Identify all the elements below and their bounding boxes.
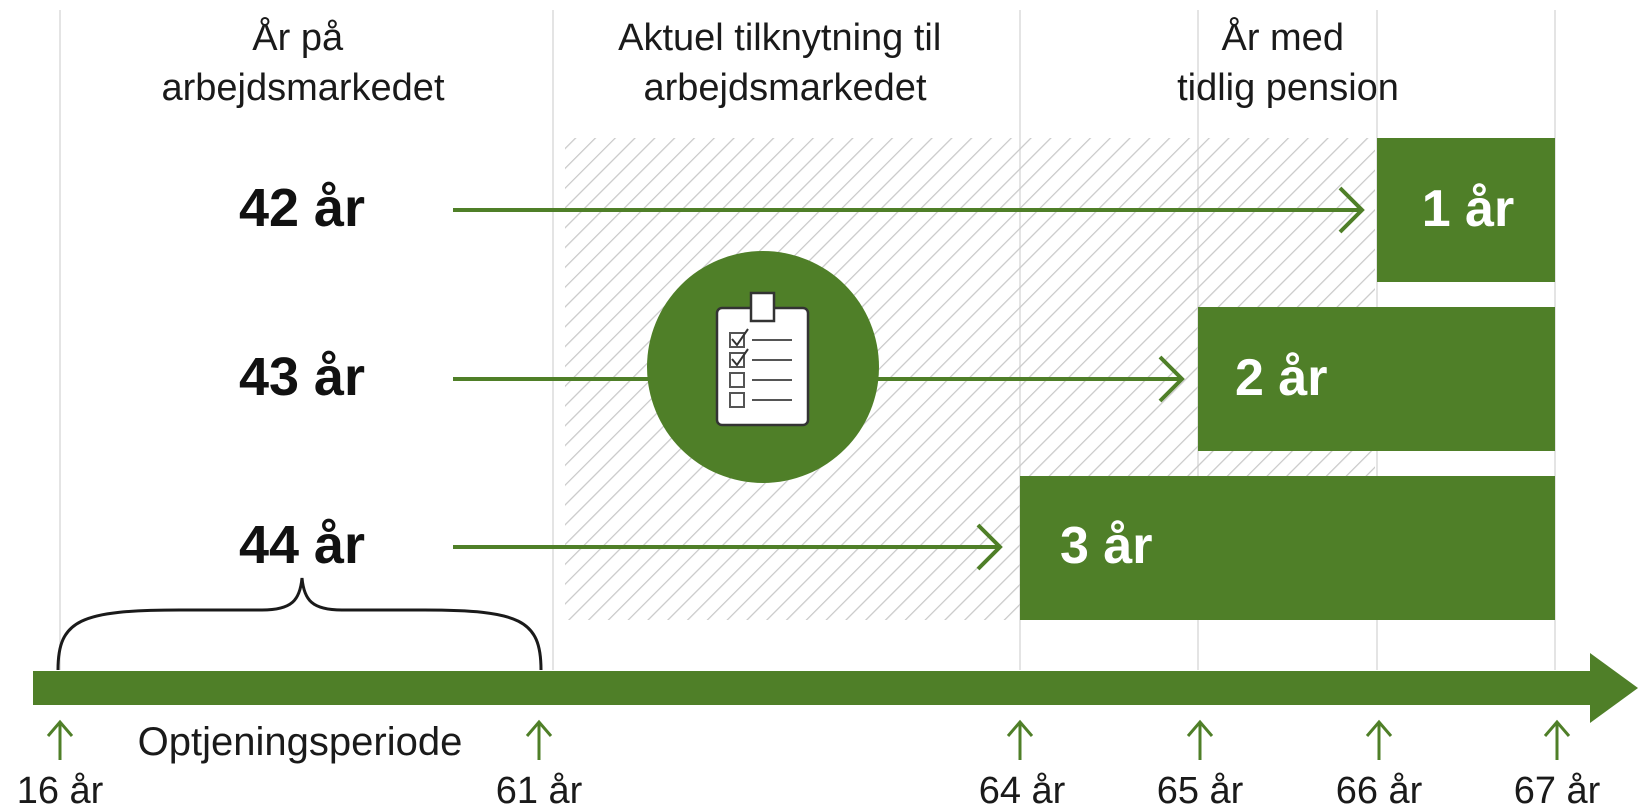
row-arrowhead-43 [1158, 355, 1185, 403]
row-label-42: 42 år [239, 178, 365, 238]
tick-label-65: 65 år [1157, 770, 1244, 810]
header-years-early-pension: År med tidlig pension [1177, 15, 1399, 109]
row-arrowhead-44 [976, 523, 1003, 571]
tick-arrow-16 [46, 719, 74, 760]
tick-label-67: 67 år [1514, 770, 1601, 810]
pension-bar-label-1: 1 år [1422, 180, 1515, 238]
row-arrowhead-42 [1338, 186, 1365, 234]
pension-bar-1-year [1377, 138, 1555, 282]
pension-bar-3-years [1020, 476, 1555, 620]
tick-label-61: 61 år [496, 770, 583, 810]
row-label-44: 44 år [239, 515, 365, 575]
header-col2-line1: Aktuel tilknytning til [618, 17, 941, 59]
timeline-arrow [33, 653, 1638, 723]
tick-arrow-61 [525, 719, 553, 760]
header-col2-line2: arbejdsmarkedet [643, 67, 926, 109]
header-current-attachment: Aktuel tilknytning til arbejdsmarkedet [618, 17, 952, 109]
tick-label-64: 64 år [979, 770, 1066, 810]
clipboard-checklist-icon [647, 251, 879, 483]
tick-arrow-64 [1006, 719, 1034, 760]
earning-period-brace [56, 577, 543, 671]
pension-bar-label-3: 3 år [1060, 517, 1153, 575]
tick-arrow-65 [1186, 719, 1214, 760]
tick-label-16: 16 år [17, 770, 104, 810]
pension-bar-2-years [1198, 307, 1555, 451]
header-col3-line1: År med [1221, 15, 1343, 59]
pension-bar-label-2: 2 år [1235, 349, 1328, 407]
header-col3-line2: tidlig pension [1177, 67, 1399, 109]
tick-label-66: 66 år [1336, 770, 1423, 810]
header-col1-line1: År på [252, 15, 344, 59]
tick-arrow-67 [1543, 719, 1571, 760]
row-label-43: 43 år [239, 347, 365, 407]
row-arrows [453, 186, 1365, 571]
header-col1-line2: arbejdsmarkedet [161, 67, 444, 109]
header-years-on-market: År på arbejdsmarkedet [161, 15, 444, 109]
tick-markers [46, 719, 1571, 760]
tick-arrow-66 [1365, 719, 1393, 760]
earning-period-label: Optjeningsperiode [138, 720, 463, 764]
